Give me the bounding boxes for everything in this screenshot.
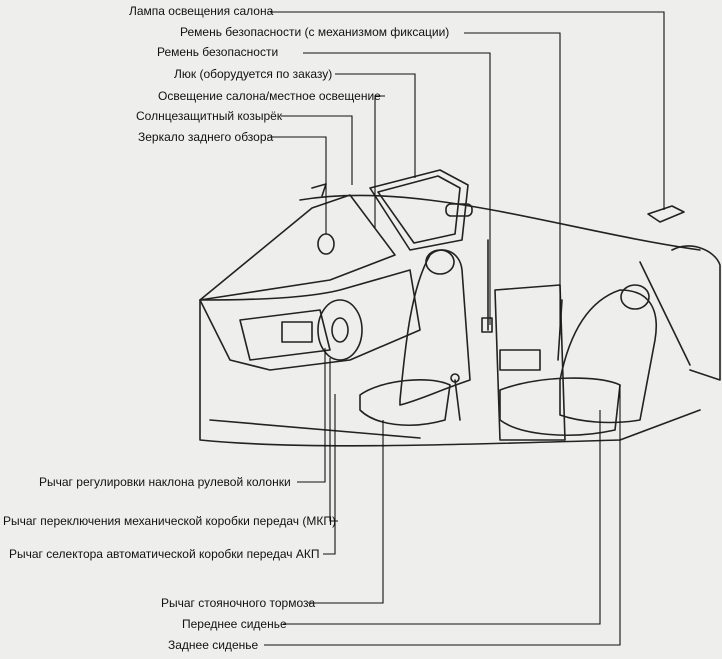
callout-seat-belt-locking: Ремень безопасности (с механизмом фиксац… [180, 25, 450, 39]
leader-sunroof [335, 73, 416, 178]
callout-interior-lamp: Лампа освещения салона [129, 4, 274, 18]
leader-parking [308, 420, 384, 604]
callout-steering-tilt-lever: Рычаг регулировки наклона рулевой колонк… [39, 475, 291, 489]
callout-sunroof: Люк (оборудуется по заказу) [174, 67, 333, 81]
leader-rear-seat [264, 385, 621, 646]
callout-seat-belt: Ремень безопасности [157, 45, 279, 59]
steering-wheel-shape [317, 299, 363, 361]
leader-visor [281, 115, 353, 185]
sunroof-frame [369, 169, 469, 251]
callout-manual-gear-lever: Рычаг переключения механической коробки … [3, 514, 336, 528]
windshield-outline [199, 194, 396, 301]
leader-at [323, 394, 336, 555]
callout-sun-visor: Солнцезащитный козырёк [136, 109, 283, 123]
leader-belt-locking [464, 32, 561, 335]
callout-automatic-selector-lever: Рычаг селектора автоматической коробки п… [9, 547, 320, 561]
callout-front-seat: Переднее сиденье [182, 617, 287, 631]
callout-rear-view-mirror: Зеркало заднего обзора [138, 130, 274, 144]
floor-outline [199, 299, 701, 447]
interior-lamp-shape [647, 205, 685, 223]
rear-door-shape [494, 284, 566, 441]
callout-interior-light: Освещение салона/местное освещение [158, 89, 381, 103]
rear-seat-shape [559, 289, 657, 424]
leader-mirror [270, 136, 327, 234]
leader-lamp [270, 11, 665, 210]
leader-tilt [297, 348, 326, 483]
roof-line [299, 194, 701, 251]
leader-belt [303, 52, 491, 325]
leader-front-seat [283, 410, 601, 625]
callout-parking-brake-lever: Рычаг стояночного тормоза [161, 596, 316, 610]
leader-light [374, 95, 385, 228]
callout-rear-seat: Заднее сиденье [168, 638, 259, 652]
dashboard-outline [199, 269, 421, 371]
sun-visor-shape [445, 203, 473, 217]
leader-mt [329, 358, 338, 522]
rear-view-mirror-shape [317, 233, 335, 255]
